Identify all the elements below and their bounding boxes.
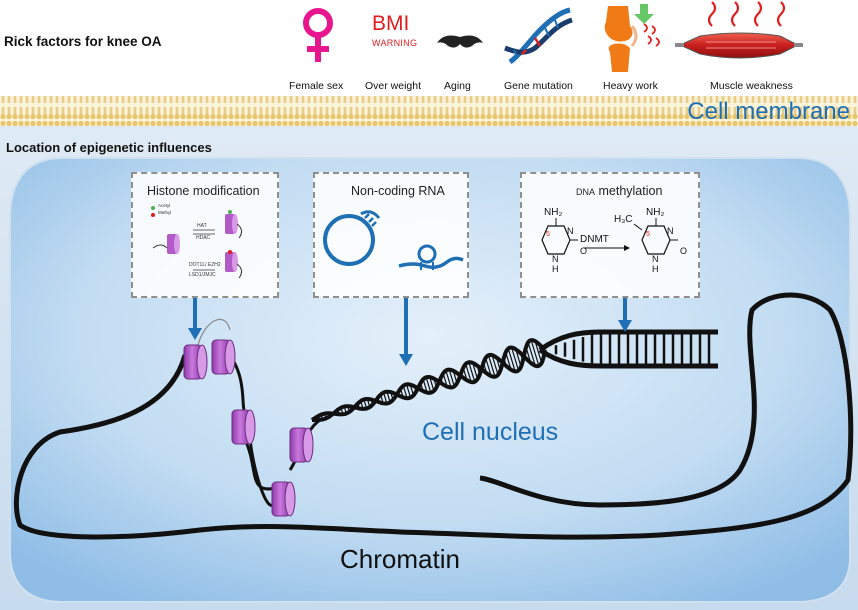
enzyme-dot1l: DOT1L/ EZH2	[189, 262, 221, 268]
enzyme-lsd1: LSD1/JMJC	[189, 272, 216, 278]
histone-detail-graphic	[151, 206, 243, 279]
base-pair	[527, 342, 536, 366]
dna-prefix: DNA	[576, 187, 596, 197]
carbonyl-o-label-methylated: O	[680, 246, 688, 256]
arrow-methylation	[618, 297, 632, 332]
chromatin-label: Chromatin	[340, 544, 460, 574]
risk-factor-label: Over weight	[365, 80, 422, 92]
knee-joint-icon	[604, 4, 660, 72]
base-pair	[405, 384, 412, 398]
enzyme-hdac: HDAC	[196, 235, 211, 241]
dnmt-label: DNMT	[580, 234, 609, 245]
base-pair	[425, 377, 432, 393]
cytosine-methylation-graphic	[541, 218, 678, 255]
risk-factor-label: Muscle weakness	[710, 80, 793, 92]
risk-factor-label: Heavy work	[603, 80, 658, 92]
non-coding-rna-panel: Non-coding RNA	[313, 172, 469, 298]
base-pair	[485, 357, 492, 377]
nucleosome-3	[231, 409, 256, 445]
dna-helix-icon	[504, 7, 573, 65]
base-pair	[448, 369, 455, 387]
methyl-group-label: H₃C	[614, 214, 633, 225]
panel-title: Histone modification	[147, 184, 260, 198]
risk-factors-title: Rick factors for knee OA	[4, 34, 162, 49]
base-pair	[468, 362, 476, 382]
dna-methylation-panel: DNA methylation NH₂ NH₂ H₃C DNMT 5 5 N N…	[520, 172, 700, 298]
methylation-suffix: methylation	[595, 184, 663, 198]
location-title: Location of epigenetic influences	[6, 140, 212, 155]
dna-ladder	[538, 329, 718, 369]
histone-modification-panel: Histone modification Acetyl Methyl HAT H…	[131, 172, 279, 298]
nucleosome-4	[289, 427, 314, 463]
legend-methyl: Methyl	[158, 210, 172, 215]
position-5-label: 5	[546, 231, 550, 238]
base-pair	[511, 347, 520, 371]
base-pair	[507, 348, 516, 372]
enzyme-hat: HAT	[197, 223, 207, 229]
amine-label-methylated: NH₂	[646, 207, 665, 218]
base-pair	[487, 355, 496, 377]
risk-factor-label: Female sex	[289, 80, 344, 92]
legend-acetyl: Acetyl	[158, 203, 171, 208]
bmi-warning-text: WARNING	[372, 38, 418, 48]
base-pair	[465, 363, 472, 383]
base-pair	[445, 370, 452, 388]
arrow-ncrna	[399, 297, 413, 366]
risk-factor-list: Female sex Over weight Aging Gene mutati…	[20, 0, 793, 92]
cell-nucleus-label: Cell nucleus	[422, 418, 559, 446]
ring-n-bottom-methylated: N	[652, 254, 659, 264]
rna-graphic	[323, 210, 464, 270]
nucleosome-2	[211, 339, 236, 375]
helix-strand-1	[312, 345, 547, 422]
panel-title: Non-coding RNA	[351, 184, 445, 198]
risk-factor-label: Gene mutation	[504, 80, 573, 92]
chromatin-fiber	[13, 292, 854, 540]
base-pair	[429, 376, 435, 392]
cell-membrane	[0, 96, 858, 126]
amine-label: NH₂	[544, 207, 563, 218]
ring-h-bottom: H	[552, 264, 559, 274]
helix-strand-2	[310, 338, 547, 422]
mustache-icon	[437, 35, 483, 48]
position-5-label-methylated: 5	[646, 231, 650, 238]
female-symbol-icon	[303, 8, 333, 62]
panel-title: DNA methylation	[576, 184, 662, 198]
carbonyl-o-label: O	[580, 246, 588, 256]
dna-double-helix	[310, 338, 547, 422]
bmi-text: BMI	[372, 12, 410, 35]
arrow-histone	[188, 297, 202, 340]
ring-h-bottom-methylated: H	[652, 264, 659, 274]
base-pair	[491, 354, 499, 376]
cell-membrane-label: Cell membrane	[687, 98, 850, 125]
ring-n-label-methylated: N	[667, 226, 674, 236]
ring-n-label: N	[567, 226, 574, 236]
risk-factor-label: Aging	[444, 80, 471, 92]
base-pair	[534, 340, 543, 364]
base-pair	[472, 362, 479, 380]
ring-n-bottom: N	[552, 254, 559, 264]
nucleosome-5	[271, 481, 296, 517]
nucleosome-1	[183, 344, 208, 380]
base-pair	[530, 339, 540, 367]
muscle-icon	[675, 1, 803, 59]
